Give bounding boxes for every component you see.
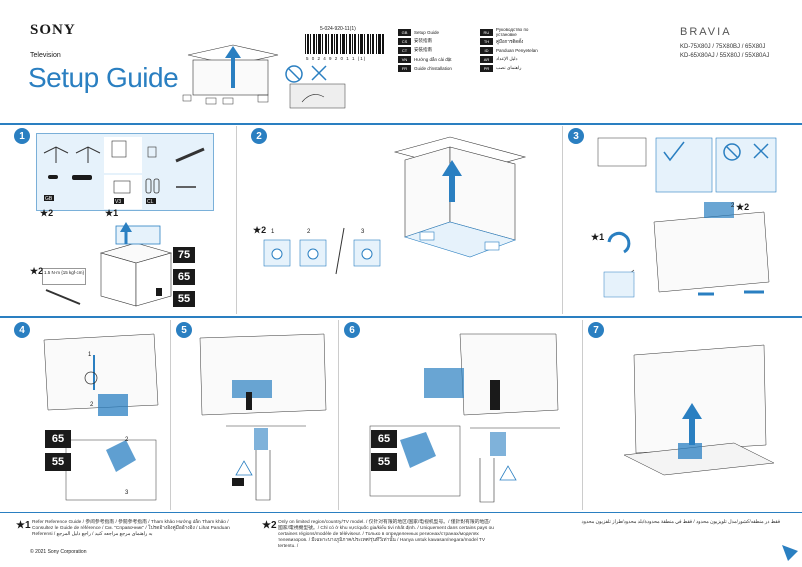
brand-logo: SONY xyxy=(30,22,76,38)
size-tag: 55 xyxy=(173,291,195,307)
footnote-star: ★2 xyxy=(736,202,750,212)
footnote-reference: Refer Reference Guide / 参阅参考指南 / 參閱參考指南 … xyxy=(32,520,230,537)
circle-number: 1 xyxy=(271,229,275,235)
step-number: 4 xyxy=(14,322,30,338)
size-tag: 75 xyxy=(173,247,195,263)
size-tag: 65 xyxy=(173,269,195,285)
step-number: 7 xyxy=(588,322,604,338)
footer-divider xyxy=(0,512,802,513)
part-tag: CL xyxy=(147,199,154,205)
section-divider xyxy=(0,123,802,125)
footnote-star: ★2 xyxy=(40,208,54,218)
header-unboxing-illustration xyxy=(182,44,279,105)
stand-attach-alt-illustration xyxy=(369,333,560,503)
product-category: Television xyxy=(30,52,61,59)
circle-number: 2 xyxy=(731,203,735,209)
product-line-logo: BRAVIA xyxy=(680,26,732,38)
parts-box-illustration xyxy=(36,133,214,211)
circle-number: 2 xyxy=(307,229,311,235)
footnote-star: ★1 xyxy=(16,520,31,531)
size-tag: 55 xyxy=(371,453,397,471)
warning-illustration xyxy=(285,65,346,109)
column-divider xyxy=(170,320,171,510)
tv-removal-illustration xyxy=(597,137,777,298)
tv-box-illustration xyxy=(99,222,173,307)
section-divider xyxy=(0,316,802,318)
circle-number: 3 xyxy=(361,229,365,235)
footnote-star: ★2 xyxy=(262,520,277,531)
footnote-arabic: فقط در منطقه/کشور/مدل تلویزیون محدود / ف… xyxy=(581,520,780,525)
latch-release-illustration xyxy=(263,227,381,275)
torque-label: 1.5 N·m {15 kgf·cm} xyxy=(44,270,85,275)
part-tag: GB xyxy=(45,196,53,202)
barcode xyxy=(305,34,384,54)
tv-upright-illustration xyxy=(623,344,775,476)
size-tag: 65 xyxy=(45,430,71,448)
step-number: 5 xyxy=(176,322,192,338)
model-list: KD-75X80J / 75X80BJ / 65X80J KD-65X80AJ … xyxy=(680,43,769,61)
footnote-star: ★2 xyxy=(253,225,267,235)
document-number: 5-024-920-11(1) xyxy=(320,26,356,32)
corner-mark xyxy=(782,545,798,561)
size-tag: 55 xyxy=(45,453,71,471)
model-line: KD-65X80AJ / 55X80J / 55X80AJ xyxy=(680,53,770,59)
model-line: KD-75X80J / 75X80BJ / 65X80J xyxy=(680,44,766,50)
screwdriver-torque-illustration xyxy=(42,268,86,305)
column-divider xyxy=(582,320,583,510)
copyright: © 2021 Sony Corporation xyxy=(30,549,87,555)
footnote-star: ★1 xyxy=(591,232,605,242)
step-number: 2 xyxy=(251,128,267,144)
barcode-digits: 5 0 2 4 9 2 0 1 1 (1) xyxy=(306,56,367,61)
footnote-star: ★1 xyxy=(105,208,119,218)
step-number: 6 xyxy=(344,322,360,338)
footnote-star: ★2 xyxy=(30,266,44,276)
box-lift-illustration xyxy=(393,136,527,258)
footnote-region: Only on limited region/country/TV model.… xyxy=(278,520,494,549)
stand-attach-illustration xyxy=(43,333,159,501)
stand-screw-illustration xyxy=(199,333,327,501)
column-divider xyxy=(562,126,563,314)
circle-number: 3 xyxy=(125,490,129,496)
circle-number: 2 xyxy=(125,437,129,443)
step-number: 3 xyxy=(568,128,584,144)
size-tag: 65 xyxy=(371,430,397,448)
step-number: 1 xyxy=(14,128,30,144)
part-tag: V3 xyxy=(115,199,122,205)
page-title: Setup Guide xyxy=(28,62,179,93)
circle-number: 2 xyxy=(90,402,94,408)
column-divider xyxy=(338,320,339,510)
column-divider xyxy=(236,126,237,314)
circle-number: 1 xyxy=(88,352,92,358)
